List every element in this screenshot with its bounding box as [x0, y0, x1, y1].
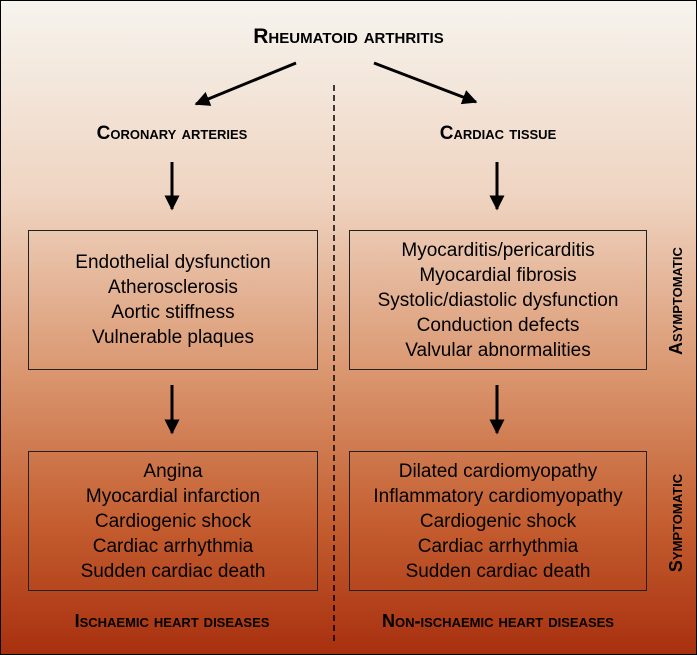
box-item: Vulnerable plaques	[92, 327, 254, 348]
box-item: Angina	[143, 460, 203, 482]
box-item: Cardiac arrhythmia	[92, 535, 254, 557]
box-item: Valvular abnormalities	[405, 339, 591, 361]
arrow-title-to-coronary	[194, 61, 297, 106]
box-item: Sudden cardiac death	[80, 560, 266, 582]
arrow-title-to-cardiac	[373, 61, 478, 105]
ischaemic-footer: Ischaemic heart diseases	[74, 611, 270, 631]
box-item: Sudden cardiac death	[405, 560, 591, 582]
cardiac-tissue-heading: Cardiac tissue	[439, 123, 557, 144]
asymptomatic-side-label: Asymptomatic	[666, 247, 686, 355]
symptomatic-side-label: Symptomatic	[666, 473, 686, 573]
box-item: Myocarditis/pericarditis	[401, 239, 595, 261]
box-item: Atherosclerosis	[108, 277, 238, 298]
coronary-symptomatic-box: Angina Myocardial infarction Cardiogenic…	[28, 451, 318, 591]
cardiac-symptomatic-box: Dilated cardiomyopathy Inflammatory card…	[349, 451, 647, 591]
box-item: Inflammatory cardiomyopathy	[373, 485, 623, 507]
non-ischaemic-footer: Non-ischaemic heart diseases	[382, 611, 614, 631]
coronary-arteries-heading: Coronary arteries	[96, 123, 248, 144]
box-item: Cardiogenic shock	[94, 510, 252, 532]
box-item: Conduction defects	[416, 314, 580, 336]
cardiac-asymptomatic-box: Myocarditis/pericarditis Myocardial fibr…	[349, 230, 647, 370]
box-item: Myocardial infarction	[85, 485, 261, 507]
box-item: Aortic stiffness	[111, 302, 235, 323]
box-item: Endothelial dysfunction	[75, 252, 271, 273]
box-item: Cardiac arrhythmia	[417, 535, 579, 557]
box-item: Cardiogenic shock	[419, 510, 577, 532]
diagram-title: Rheumatoid arthritis	[253, 25, 444, 48]
box-item: Systolic/diastolic dysfunction	[377, 289, 619, 311]
box-item: Dilated cardiomyopathy	[398, 460, 598, 482]
coronary-asymptomatic-box: Endothelial dysfunction Atherosclerosis …	[28, 230, 318, 370]
box-item: Myocardial fibrosis	[419, 264, 577, 286]
